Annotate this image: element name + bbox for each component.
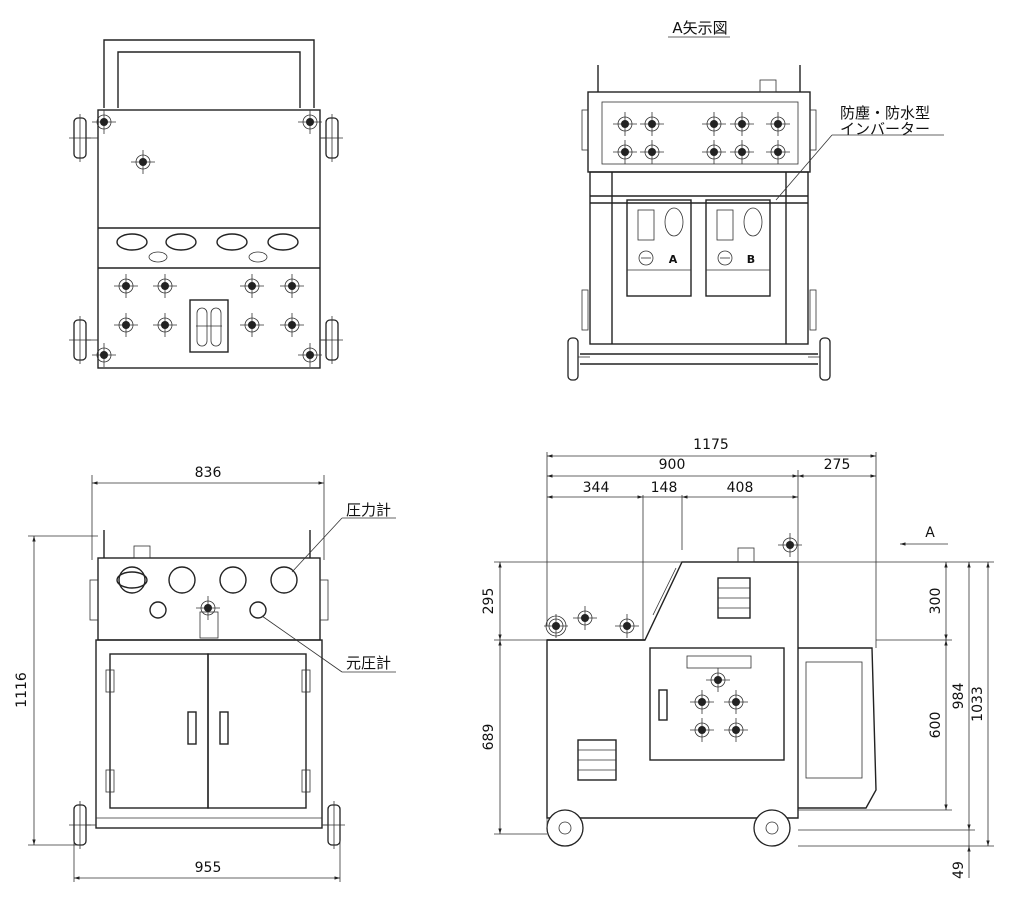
dim-295: 295: [481, 588, 497, 615]
dim-836: 836: [195, 465, 222, 481]
inverter-a-label: A: [669, 253, 678, 266]
dim-408: 408: [727, 480, 754, 496]
dim-275: 275: [824, 457, 851, 473]
dim-1116: 1116: [14, 672, 30, 708]
front-view: 836 955 1116 圧力計 元圧計: [14, 465, 396, 882]
view-a: A矢示図 A B: [567, 19, 944, 381]
dim-955: 955: [195, 860, 222, 876]
inverter-label-line2: インバーター: [840, 120, 930, 138]
source-pressure-gauge-label: 元圧計: [346, 654, 391, 672]
dim-300: 300: [928, 588, 944, 615]
dim-344: 344: [583, 480, 610, 496]
dim-1175: 1175: [693, 437, 729, 453]
view-a-title: A矢示図: [672, 19, 727, 37]
rear-view: [68, 39, 344, 369]
dim-600: 600: [928, 712, 944, 739]
inverter-b-label: B: [747, 253, 755, 266]
side-view: 1175 900 275 344 148 408 295 689 300 600…: [481, 437, 994, 879]
dim-148: 148: [651, 480, 678, 496]
inverter-label-line1: 防塵・防水型: [840, 104, 930, 122]
dim-689: 689: [481, 724, 497, 751]
dim-1033: 1033: [970, 686, 986, 722]
dim-900: 900: [659, 457, 686, 473]
pressure-gauge-label: 圧力計: [346, 501, 391, 519]
dim-49: 49: [951, 861, 967, 879]
view-arrow-label: A: [925, 525, 935, 541]
dim-984: 984: [951, 683, 967, 710]
